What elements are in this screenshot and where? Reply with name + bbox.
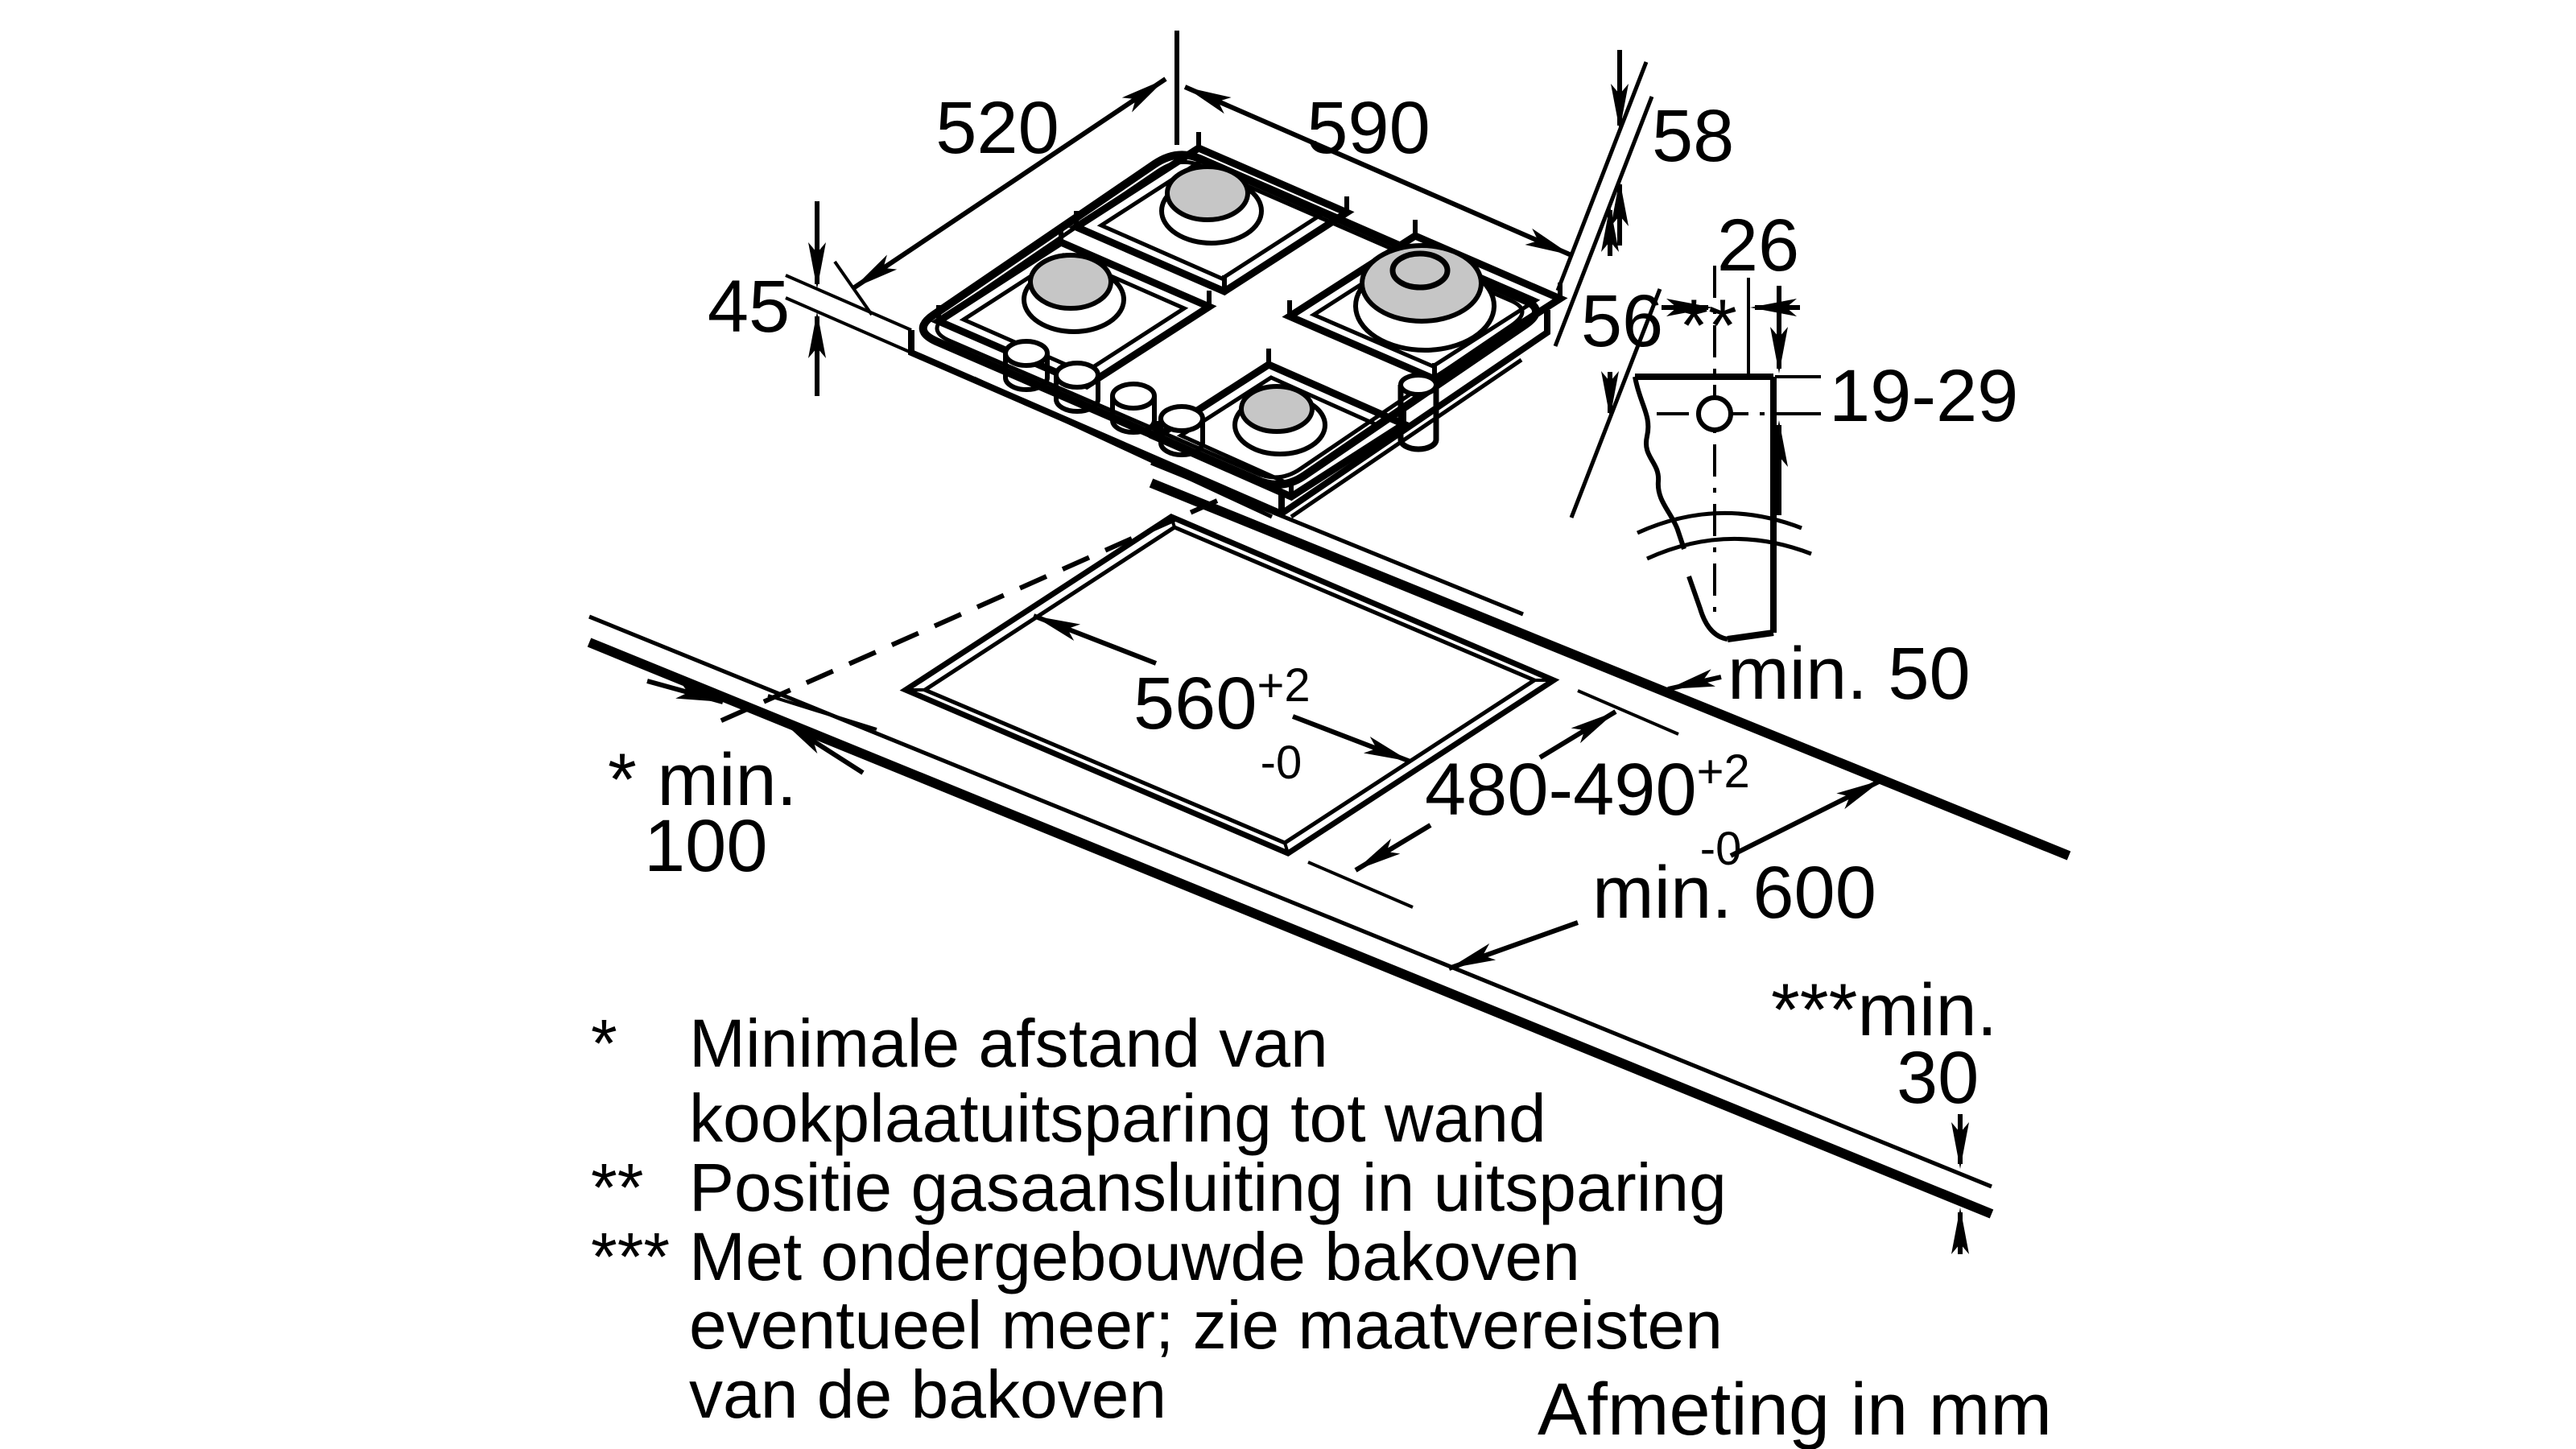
label-cutout-depth: 480-490+2-0 (1425, 745, 1750, 875)
section-top-right-edges (1635, 374, 1777, 642)
label-min-worktop-depth: min. 600 (1592, 852, 1876, 934)
label-height-total: 58 (1652, 95, 1734, 177)
burner-wok-inner-ring (1389, 250, 1451, 291)
burner-front-posts (1154, 349, 1406, 497)
label-min-wall-2: 100 (644, 805, 768, 887)
cutout-corner-ticks (906, 516, 1554, 854)
section-left-profile (1633, 376, 1728, 642)
burner-left-posts (936, 226, 1212, 386)
section-break-wave-1 (1636, 510, 1802, 535)
witness-45-lip (785, 296, 912, 354)
dimension-min-600: min. 600 (1446, 772, 1886, 977)
knob-1-top (1003, 339, 1050, 368)
footnote-3-line-2: eventueel meer; zie maatvereisten (689, 1287, 1723, 1363)
burner-back-posts (1074, 132, 1349, 291)
gas-stud-top (1398, 373, 1439, 397)
footnote-1-line-2: kookplaatuitsparing tot wand (689, 1080, 1546, 1156)
label-gas-height-range: 19-29 (1829, 355, 2018, 437)
footnote-2-line-1: Positie gasaansluiting in uitsparing (689, 1150, 1727, 1225)
dim-520-line (852, 76, 1167, 291)
gas-connection-hole (1696, 395, 1733, 432)
dimension-520: 520 (833, 31, 1179, 316)
burner-left (931, 226, 1217, 390)
label-cutout-width: 560+2-0 (1133, 659, 1311, 789)
gas-connection-detail: 26 ** 19-29 (1633, 204, 2018, 642)
dim-590-line (1183, 85, 1573, 258)
gas-stud-body (1397, 385, 1439, 452)
footnote-1-line-1: Minimale afstand van (689, 1005, 1328, 1081)
label-min-wall-1: * min. (608, 739, 797, 821)
witness-right-mid (1553, 96, 1654, 347)
dim-520-end-tick (833, 260, 873, 316)
worktop-rear-edge (1149, 478, 2071, 861)
witness-45-top (785, 274, 912, 332)
dimension-min-30: ***min. 30 (1771, 969, 1997, 1254)
knob-4-top (1158, 404, 1205, 433)
knob-2-top (1054, 361, 1100, 390)
witness-480-bottom (1307, 861, 1414, 909)
label-gas-position-marker: ** (1679, 285, 1737, 367)
label-min-rear-distance: min. 50 (1728, 633, 1971, 715)
label-gas-offset: 26 (1717, 204, 1799, 287)
footnote-3-line-1: Met ondergebouwde bakoven (689, 1219, 1580, 1294)
footnotes: * Minimale afstand van kookplaatuitspari… (591, 1005, 2052, 1449)
burner-wok (1282, 220, 1568, 384)
knob-3-top (1110, 382, 1157, 411)
label-min-below-1: ***min. (1771, 969, 1997, 1051)
cutout (899, 514, 1560, 857)
label-hob-width: 520 (935, 87, 1059, 169)
witness-480-top (1577, 689, 1679, 736)
witness-min100 (767, 694, 877, 731)
footnote-3-marker: *** (591, 1219, 670, 1294)
dimension-560: 560+2-0 (1030, 607, 1414, 789)
dimension-45: 45 (708, 201, 912, 396)
burner-front-cap (1239, 384, 1315, 434)
worktop-drawing: 560+2-0 480-490+2-0 min. 50 min. 600 (587, 460, 2071, 1254)
dimension-480-490: 480-490+2-0 (1307, 689, 1750, 909)
label-hob-depth: 590 (1307, 87, 1430, 169)
footnote-2-marker: ** (591, 1150, 643, 1225)
witness-right-bottom (1569, 288, 1662, 518)
label-height-below: 56 (1581, 280, 1663, 362)
footnote-3-line-3: van de bakoven (689, 1356, 1166, 1432)
label-built-in-depth: 45 (708, 266, 790, 348)
hob-drawing (908, 132, 1568, 519)
worktop-rear-edge-top (1150, 460, 1524, 617)
witness-right-top (1555, 61, 1649, 291)
dimension-58-56: 58 56 (1553, 50, 1734, 518)
burner-back (1068, 132, 1355, 296)
section-break-wave-2 (1645, 536, 1812, 561)
label-min-below-2: 30 (1897, 1037, 1979, 1119)
dimension-min-50: min. 50 (1666, 633, 1971, 715)
units-note: Afmeting in mm (1538, 1368, 2052, 1449)
footnote-1-marker: * (591, 1005, 617, 1081)
burner-left-cap (1028, 253, 1113, 311)
control-knobs (1003, 339, 1205, 457)
burner-wok-posts (1287, 220, 1563, 379)
burner-back-cap (1165, 164, 1250, 222)
dimension-590: 590 (1181, 78, 1575, 264)
gas-stud (1397, 373, 1439, 452)
dimension-min-100: * min. 100 (608, 679, 877, 887)
